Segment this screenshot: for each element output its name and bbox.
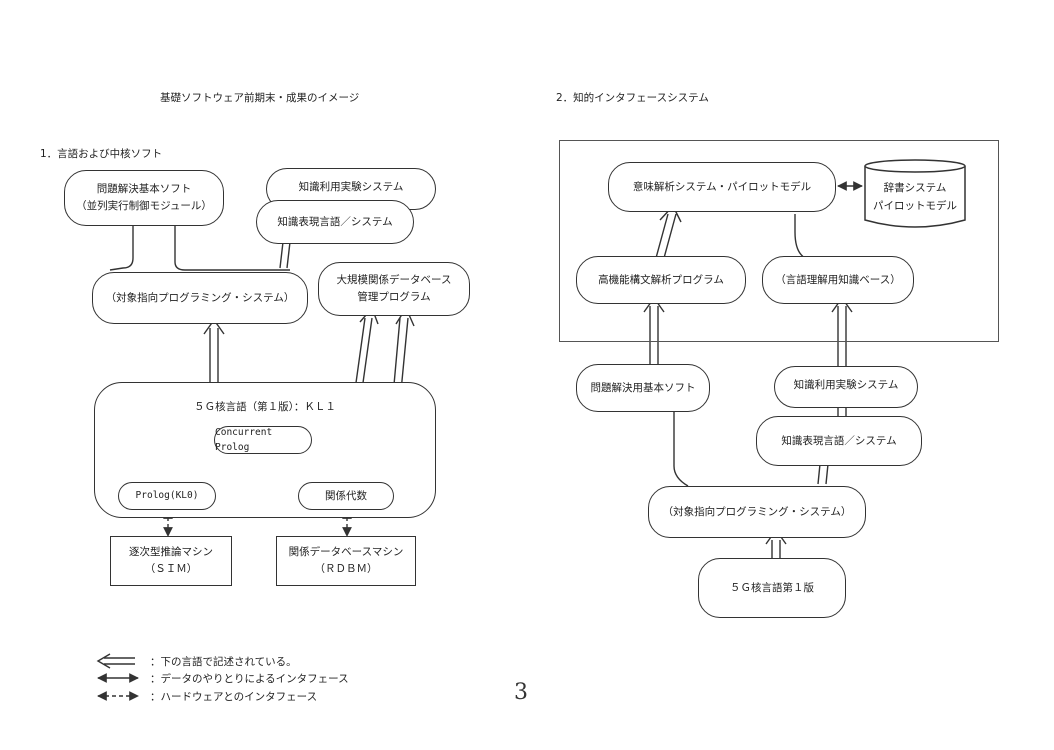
legend-item-hardware-interface: ：ハードウェアとのインタフェース xyxy=(150,691,318,703)
node-label: （並列実行制御モジュール） xyxy=(76,200,212,212)
double-arrow-parser-to-semantic xyxy=(655,213,677,259)
frame-intelligent-interface xyxy=(559,140,999,342)
node-label: 意味解析システム・パイロットモデル xyxy=(632,180,812,193)
node-dictionary-system: 辞書システム パイロットモデル xyxy=(864,158,966,230)
node-label: （対象指向プログラミング・システム） xyxy=(105,291,295,304)
node-oop-system-2: （対象指向プログラミング・システム） xyxy=(648,486,866,538)
node-label: （対象指向プログラミング・システム） xyxy=(662,505,852,518)
connector-kr-to-oop xyxy=(279,241,291,269)
node-problem-solving-software: 問題解決基本ソフト （並列実行制御モジュール） xyxy=(64,170,224,226)
node-label: ５Ｇ核言語第１版 xyxy=(730,581,814,594)
node-label: 管理プログラム xyxy=(357,291,431,303)
node-label: 知識利用実験システム xyxy=(793,378,899,391)
node-concurrent-prolog: Concurrent Prolog xyxy=(214,426,312,454)
node-label: 高機能構文解析プログラム xyxy=(598,273,724,286)
legend-double-arrow xyxy=(104,657,135,665)
page-number: 3 xyxy=(514,680,528,705)
node-label: パイロットモデル xyxy=(873,199,957,212)
node-label: ５Ｇ核言語（第１版）：ＫＬ１ xyxy=(194,401,336,413)
node-label: 大規模関係データベース xyxy=(336,274,452,287)
cylinder-shape xyxy=(864,159,966,228)
node-label: 辞書システム xyxy=(883,182,947,194)
node-label: （ＲＤＢＭ） xyxy=(314,563,378,575)
node-rdb-management: 大規模関係データベース 管理プログラム xyxy=(318,262,470,316)
section2-title: 2．知的インタフェースシステム xyxy=(556,92,709,104)
node-rdbm-machine: 関係データベースマシン （ＲＤＢＭ） xyxy=(276,536,416,586)
node-knowledge-repr-language-2: 知識表現言語／システム xyxy=(756,416,922,466)
node-label: 関係代数 xyxy=(325,489,367,502)
node-label: Prolog(KL0) xyxy=(135,490,199,502)
node-label: Concurrent Prolog xyxy=(215,426,273,453)
node-label: （言語理解用知識ベース） xyxy=(775,273,901,286)
section1-title: 1．言語および中核ソフト xyxy=(40,148,163,160)
double-arrow-ps-to-parser xyxy=(649,306,659,366)
node-relational-algebra: 関係代数 xyxy=(298,482,394,510)
connector-ps-to-oop xyxy=(109,220,134,271)
node-label: 知識表現言語／システム xyxy=(781,434,897,447)
legend-item-data-interface: ：データのやりとりによるインタフェース xyxy=(150,673,349,685)
node-knowledge-use-system-2: 知識利用実験システム xyxy=(774,366,918,408)
node-label: 知識利用実験システム xyxy=(298,180,404,193)
node-language-kb: （言語理解用知識ベース） xyxy=(762,256,914,304)
node-prolog-klo: Prolog(KL0) xyxy=(118,482,216,510)
node-label: 関係データベースマシン xyxy=(288,546,404,559)
node-label: 知識表現言語／システム xyxy=(277,215,393,228)
node-label: 逐次型推論マシン xyxy=(129,546,213,559)
node-knowledge-repr-language: 知識表現言語／システム xyxy=(256,200,414,244)
node-semantic-analysis-pilot: 意味解析システム・パイロットモデル xyxy=(608,162,836,212)
node-label: （ＳＩＭ） xyxy=(144,563,198,575)
node-label: 問題解決基本ソフト xyxy=(96,183,192,196)
node-kernel-language-2: ５Ｇ核言語第１版 xyxy=(698,558,846,618)
node-label: 問題解決用基本ソフト xyxy=(590,381,696,394)
page-title: 基礎ソフトウェア前期末・成果のイメージ xyxy=(160,92,360,104)
node-sim-machine: 逐次型推論マシン （ＳＩＭ） xyxy=(110,536,232,586)
node-parser-program: 高機能構文解析プログラム xyxy=(576,256,746,304)
legend-item-written-in: ：下の言語で記述されている。 xyxy=(150,656,297,668)
node-oop-system: （対象指向プログラミング・システム） xyxy=(92,272,308,324)
node-problem-solving-basic: 問題解決用基本ソフト xyxy=(576,364,710,412)
double-arrow-kernel-to-oop xyxy=(209,328,219,385)
double-arrow-kernel-to-oop2 xyxy=(771,540,781,558)
